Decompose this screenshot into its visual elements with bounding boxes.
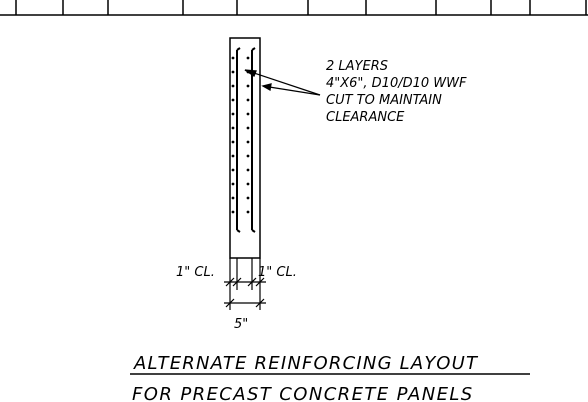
cross-wire-dot [231,196,235,200]
cross-wire-dot [231,210,235,214]
cross-wire-dot [246,98,250,102]
wwf-bar-right [251,47,256,233]
cross-wire-dot [246,84,250,88]
cross-wire-dot [231,182,235,186]
callout-line-2: 4"X6", D10/D10 WWF [326,76,467,91]
cross-wire-dot [246,210,250,214]
cross-wire-dot [231,140,235,144]
callout-line-4: CLEARANCE [326,110,405,125]
dim-clear-left: 1" CL. [176,265,215,280]
cross-wire-dot [246,182,250,186]
cross-wire-dot [246,140,250,144]
cross-wire-dot [231,84,235,88]
callout-leader [244,69,321,96]
callout-line-3: CUT TO MAINTAIN [326,93,442,108]
dimension-lines [224,258,266,310]
precast-panel-section [229,37,261,259]
cross-wire-dot [231,168,235,172]
wwf-bar-left [236,47,241,233]
title-line-1: ALTERNATE REINFORCING LAYOUT [133,353,479,374]
cross-wire-dot [246,168,250,172]
top-table-border [0,0,588,16]
cross-wires-left [231,56,235,214]
cross-wire-dot [231,112,235,116]
dim-thickness: 5" [234,317,248,332]
cross-wire-dot [231,70,235,74]
cross-wire-dot [246,196,250,200]
cross-wires-right [246,56,250,214]
callout-line-1: 2 LAYERS [326,59,388,74]
cross-wire-dot [246,56,250,60]
title-line-2: FOR PRECAST CONCRETE PANELS [132,384,474,402]
cross-wire-dot [246,112,250,116]
dim-clear-right: 1" CL. [258,265,297,280]
cross-wire-dot [246,154,250,158]
cross-wire-dot [231,98,235,102]
cross-wire-dot [246,126,250,130]
cross-wire-dot [231,126,235,130]
cross-wire-dot [231,154,235,158]
cross-wire-dot [231,56,235,60]
